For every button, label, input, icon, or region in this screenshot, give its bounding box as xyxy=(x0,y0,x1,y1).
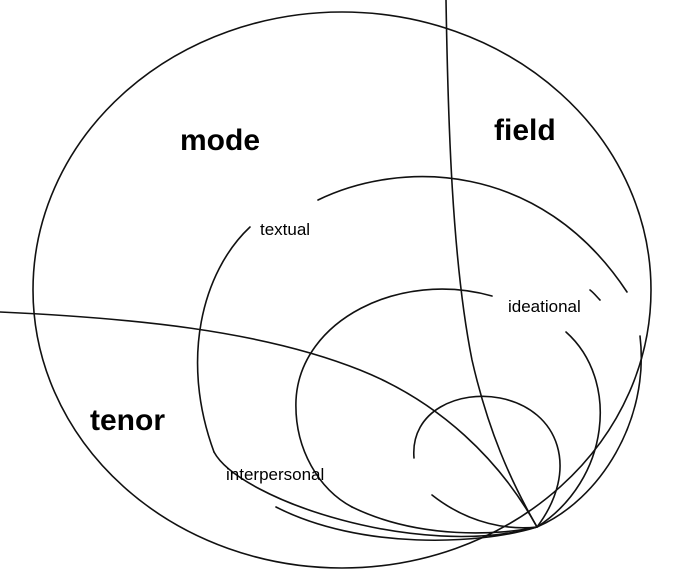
ideational-ring-top-arc xyxy=(589,289,601,301)
outer-ellipse xyxy=(32,11,652,569)
textual-ring-left-arc xyxy=(196,226,251,453)
inner-ring-lower xyxy=(431,494,538,529)
field-divider-line xyxy=(445,0,538,528)
ideational-label: ideational xyxy=(508,297,581,316)
textual-ring-top-arc xyxy=(317,175,628,293)
field-label: field xyxy=(494,114,556,147)
inner-ring xyxy=(413,395,561,528)
textual-ring-right-arc xyxy=(536,335,642,528)
ideational-ring-bottom-arc xyxy=(351,506,538,534)
mode-label: mode xyxy=(180,124,260,157)
tenor-divider-line xyxy=(0,311,538,528)
textual-label: textual xyxy=(260,220,310,239)
ideational-ring-left-arc xyxy=(295,288,493,508)
tenor-label: tenor xyxy=(90,404,165,437)
interpersonal-label: interpersonal xyxy=(226,465,324,484)
ideational-ring-right-arc xyxy=(536,331,602,528)
interpersonal-arc-outer xyxy=(213,451,538,538)
